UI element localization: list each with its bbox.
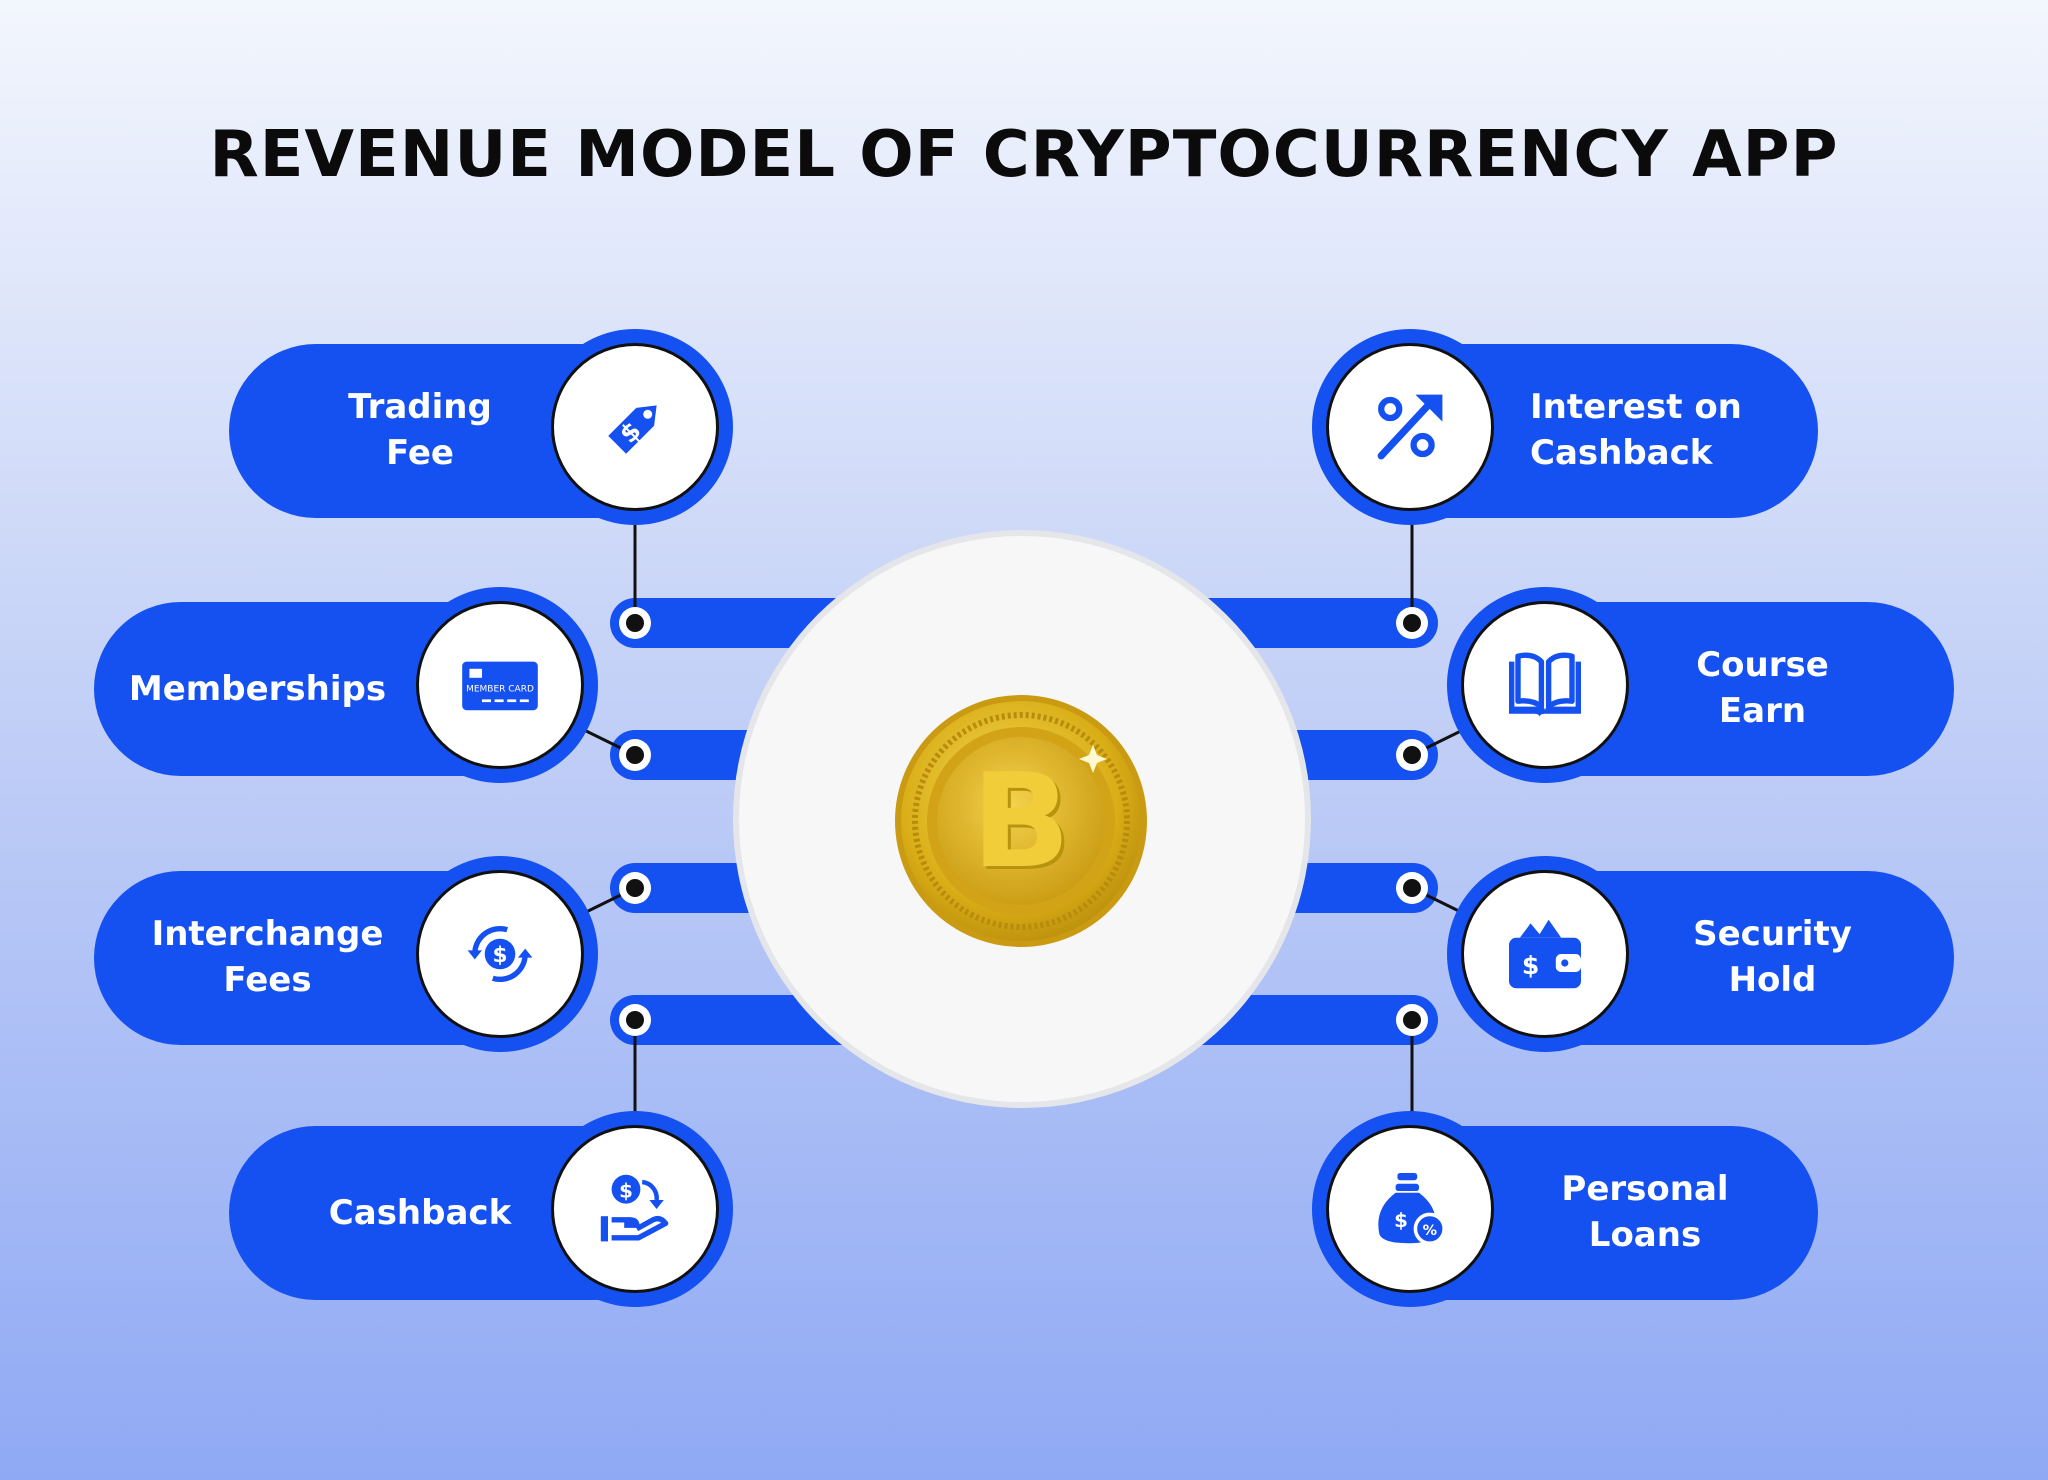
member-card-text: MEMBER CARD: [466, 684, 534, 694]
hand-money-icon: $: [600, 1174, 669, 1242]
course-earn-node: [1461, 601, 1629, 769]
interest-on-cashback-label: Interest on Cashback: [1530, 387, 1742, 473]
bitcoin-coin-icon: [895, 695, 1147, 947]
svg-text:$: $: [1394, 1209, 1408, 1232]
interchange-fees-label: Interchange Fees: [151, 914, 384, 1000]
cashback-label: Cashback: [328, 1193, 512, 1233]
currency-exchange-icon: $: [467, 925, 533, 983]
page-title: REVENUE MODEL OF CRYPTOCURRENCY APP: [209, 118, 1839, 192]
personal-loans-node: $ %: [1326, 1125, 1494, 1293]
security-hold-label: Security Hold: [1693, 914, 1852, 1000]
security-hold-node: $: [1461, 870, 1629, 1038]
interest-on-cashback-node: [1326, 343, 1494, 511]
bitcoin-letter: B: [971, 745, 1071, 897]
trading-fee-label: Trading Fee: [348, 387, 492, 473]
svg-text:$: $: [1522, 951, 1540, 980]
percent-growth-icon: [1377, 394, 1443, 460]
personal-loans-label: Personal Loans: [1561, 1169, 1729, 1255]
trading-fee-node: $: [551, 343, 719, 511]
money-bag-icon: $ %: [1378, 1173, 1446, 1245]
open-book-icon: [1509, 652, 1581, 718]
svg-text:$: $: [619, 1179, 633, 1202]
wallet-icon: $: [1509, 919, 1581, 989]
price-tag-icon: $: [608, 405, 657, 454]
svg-text:$: $: [492, 943, 507, 968]
member-card-icon: MEMBER CARD: [462, 661, 538, 711]
interchange-fees-node: $: [416, 870, 584, 1038]
memberships-node: MEMBER CARD: [416, 601, 584, 769]
memberships-label: Memberships: [128, 669, 387, 709]
svg-text:%: %: [1423, 1223, 1437, 1239]
course-earn-label: Course Earn: [1696, 645, 1829, 731]
cashback-node: $: [551, 1125, 719, 1293]
